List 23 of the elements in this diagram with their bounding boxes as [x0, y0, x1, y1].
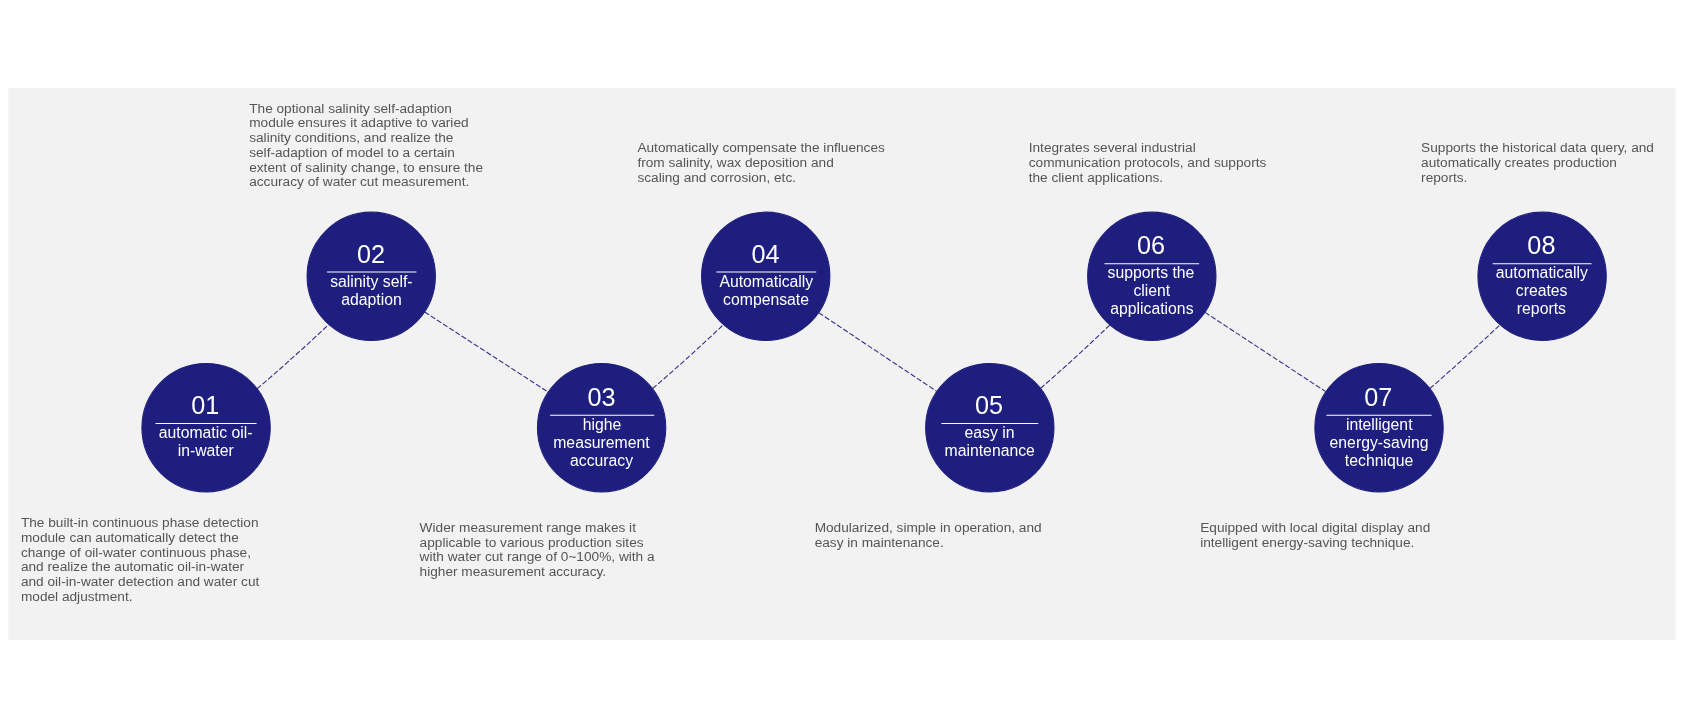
connector — [1040, 324, 1111, 389]
connector — [1429, 324, 1501, 389]
node-circle: 05 easy in maintenance — [925, 362, 1055, 492]
node-circle: 07 intelligent energy-saving technique — [1314, 362, 1444, 492]
node-circle: 02 salinity self-adaption — [306, 211, 436, 341]
connector — [424, 310, 549, 393]
connector — [818, 311, 938, 392]
connector — [652, 323, 724, 389]
node-label: Equipped with local digital display and intelligent energy-saving technique. — [1200, 519, 1431, 550]
node-label: Modularized, simple in operation, and easy in maintenance. — [814, 519, 1042, 550]
node-label: Supports the historical data query, and automatically creates production reports. — [1421, 139, 1654, 185]
node-circle: 03 highe measurement accuracy — [536, 362, 667, 492]
node-circle: 08 automatically creates reports — [1477, 211, 1607, 341]
node-circle: 01 automatic oil-in-water — [141, 362, 271, 492]
node-label: Automatically compensate the influences from salinity, wax deposition and scaling and corrosion, etc. — [637, 139, 885, 185]
node-circle: 06 supports the client applications — [1087, 211, 1217, 341]
connector — [256, 323, 330, 389]
node-label: Wider measurement range makes it applicable to various production sites with water cut range of 0~100%, with a higher measurement accuracy. — [419, 519, 655, 579]
node-label: Integrates several industrial communication protocols, and supports the client applications. — [1028, 139, 1267, 185]
node-label: The built-in continuous phase detection module can automatically detect the change of oil-water continuous phase, and realize the automatic oil-in-water and oil-in-water detection and water cut model adjustment. — [20, 514, 260, 604]
connector — [1204, 311, 1327, 392]
node-circle: 04 Automatically compensate — [701, 211, 831, 341]
node-label: The optional salinity self-adaption module ensures it adaptive to varied salinity conditions, and realize the self-adaption of model to a certain extent of salinity change, to ensure the accuracy of water cut measurement. — [249, 100, 484, 189]
